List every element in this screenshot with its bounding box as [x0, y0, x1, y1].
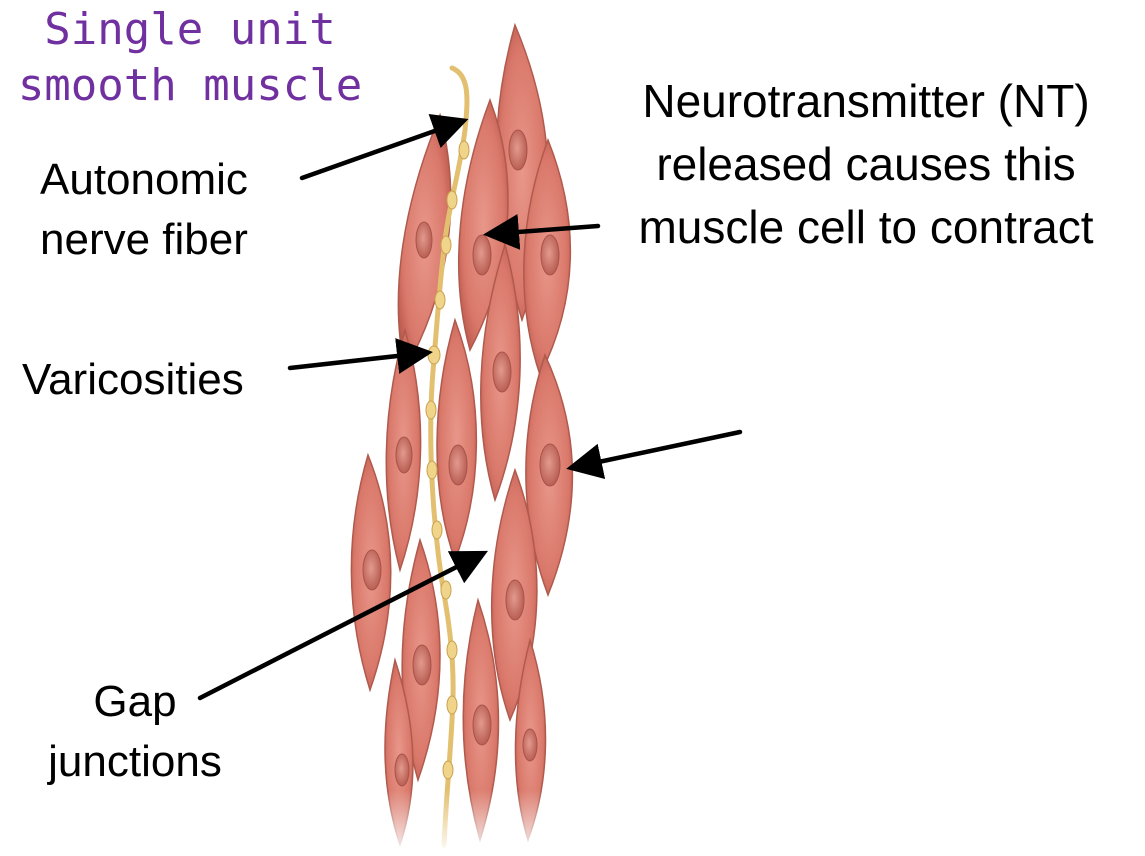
nucleus — [492, 351, 512, 393]
varicosity — [440, 580, 452, 600]
arrow-unlabeled — [566, 429, 743, 480]
nucleus — [540, 234, 560, 276]
varicosity — [446, 640, 458, 660]
label-nt-line-1: Neurotransmitter (NT) — [642, 75, 1090, 127]
arrows — [197, 114, 743, 701]
nerve-fiber-line — [428, 65, 470, 848]
label-varicosities: Varicosities — [22, 355, 244, 404]
label-nt-line-2: released causes this — [656, 138, 1076, 190]
nucleus — [472, 704, 492, 746]
nucleus — [394, 753, 410, 787]
nucleus — [539, 443, 561, 487]
arrow-gap — [197, 550, 489, 701]
muscle-cell — [436, 317, 478, 563]
muscle-cells — [350, 22, 574, 848]
label-autonomic-line-1: Autonomic — [40, 155, 248, 204]
nucleus — [448, 444, 468, 486]
nucleus — [412, 644, 432, 686]
varicosity — [425, 400, 437, 420]
varicosity — [427, 345, 441, 365]
arrow-varicosities — [287, 338, 433, 374]
label-nt-line-3: muscle cell to contract — [638, 201, 1094, 253]
nucleus — [362, 549, 382, 591]
nucleus — [472, 234, 492, 276]
nucleus — [395, 436, 413, 474]
page-title: Single unit smooth muscle — [10, 2, 370, 114]
varicosity — [442, 760, 454, 780]
bottom-fade — [330, 790, 610, 856]
label-autonomic-line-2: nerve fiber — [40, 215, 248, 264]
label-neurotransmitter: Neurotransmitter (NT) released causes th… — [600, 70, 1132, 259]
nucleus — [522, 728, 538, 762]
arrow-autonomic — [299, 114, 469, 181]
varicosity — [446, 695, 458, 715]
nucleus — [508, 129, 528, 171]
label-gap-line-1: Gap — [93, 677, 177, 726]
arrow-nt — [483, 214, 601, 250]
label-gap-junctions: Gap junctions — [30, 672, 240, 792]
label-autonomic-nerve-fiber: Autonomic nerve fiber — [40, 150, 248, 270]
varicosity — [458, 140, 470, 160]
nucleus — [505, 579, 525, 621]
nuclei — [362, 129, 561, 787]
varicosity — [431, 520, 443, 540]
varicosity — [440, 235, 452, 255]
title-line-1: Single unit — [44, 4, 336, 55]
nucleus — [415, 221, 433, 259]
varicosity — [446, 190, 458, 210]
label-gap-line-2: junctions — [48, 737, 222, 786]
varicosity — [426, 460, 438, 480]
varicosity — [434, 290, 446, 310]
title-line-2: smooth muscle — [17, 60, 363, 111]
